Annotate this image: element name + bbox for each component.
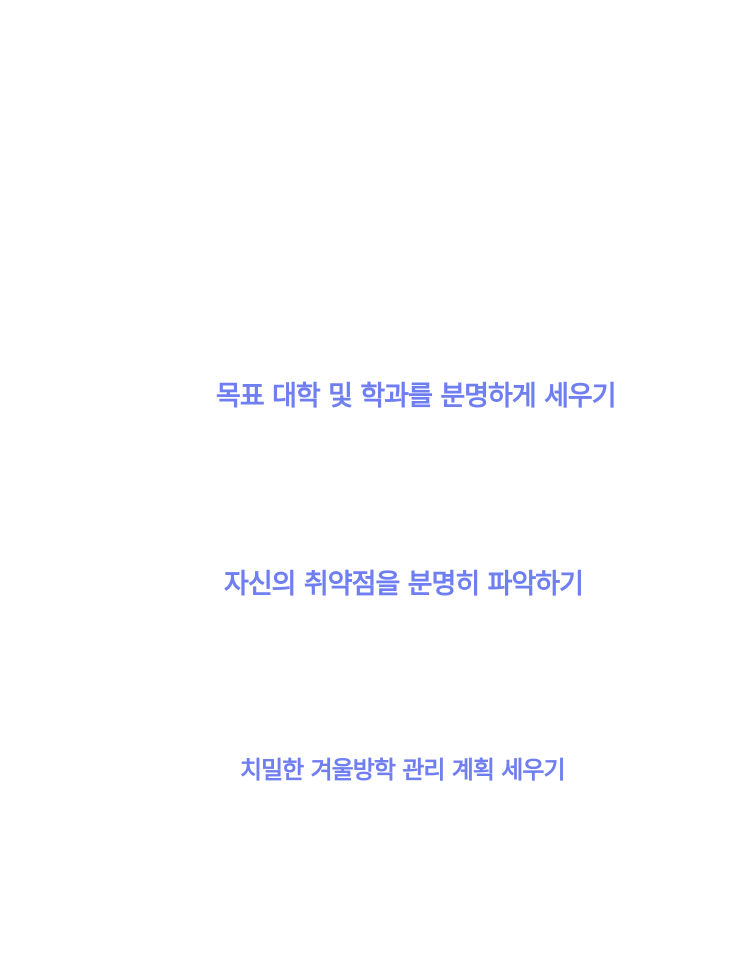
goal-text-identify-weaknesses: 자신의 취약점을 분명히 파악하기 xyxy=(224,569,584,600)
goal-text-set-target-university: 목표 대학 및 학과를 분명하게 세우기 xyxy=(216,381,617,412)
goal-text-winter-break-plan: 치밀한 겨울방학 관리 계획 세우기 xyxy=(240,756,566,784)
